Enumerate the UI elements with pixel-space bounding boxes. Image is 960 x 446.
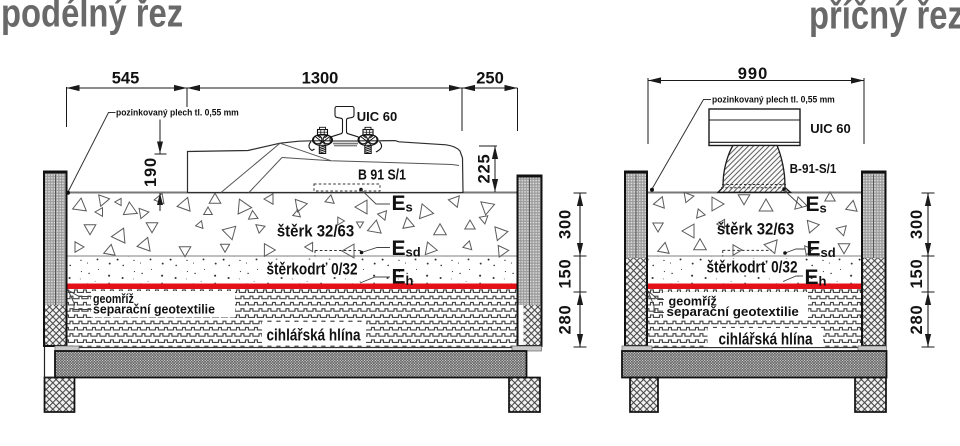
svg-text:250: 250 bbox=[476, 70, 504, 88]
svg-text:pozinkovaný plech tl. 0,55 mm: pozinkovaný plech tl. 0,55 mm bbox=[116, 107, 239, 118]
svg-text:150: 150 bbox=[908, 259, 926, 289]
svg-text:150: 150 bbox=[557, 259, 575, 289]
svg-text:cihlářská hlína: cihlářská hlína bbox=[719, 330, 813, 349]
svg-text:štěrkodrť 0/32: štěrkodrť 0/32 bbox=[266, 260, 357, 279]
svg-text:B 91 S/1: B 91 S/1 bbox=[358, 167, 406, 183]
svg-text:příčný řez: příčný řez bbox=[809, 0, 960, 37]
svg-text:geomříž: geomříž bbox=[93, 291, 134, 306]
svg-text:štěrk 32/63: štěrk 32/63 bbox=[277, 223, 354, 241]
svg-text:Esd: Esd bbox=[392, 237, 421, 260]
svg-text:300: 300 bbox=[557, 209, 575, 239]
svg-text:separační geotextilie: separační geotextilie bbox=[93, 302, 215, 316]
svg-text:Es: Es bbox=[806, 193, 827, 216]
svg-text:280: 280 bbox=[908, 305, 926, 335]
svg-text:B-91-S/1: B-91-S/1 bbox=[790, 161, 837, 176]
svg-text:podélný řez: podélný řez bbox=[1, 0, 183, 35]
svg-text:Esd: Esd bbox=[807, 238, 836, 261]
svg-text:225: 225 bbox=[476, 154, 494, 184]
svg-text:545: 545 bbox=[112, 70, 140, 88]
svg-text:UIC 60: UIC 60 bbox=[357, 109, 397, 124]
svg-text:UIC 60: UIC 60 bbox=[810, 121, 850, 136]
svg-text:štěrkodrť 0/32: štěrkodrť 0/32 bbox=[706, 258, 797, 277]
svg-text:Es: Es bbox=[392, 192, 413, 215]
svg-text:separační geotextilie: separační geotextilie bbox=[667, 304, 799, 319]
svg-text:300: 300 bbox=[908, 209, 926, 239]
svg-text:190: 190 bbox=[142, 157, 160, 187]
svg-text:štěrk 32/63: štěrk 32/63 bbox=[717, 221, 794, 239]
svg-text:990: 990 bbox=[738, 65, 769, 83]
svg-text:1300: 1300 bbox=[302, 70, 339, 88]
svg-text:280: 280 bbox=[557, 305, 575, 335]
svg-text:cihlářská hlína: cihlářská hlína bbox=[267, 326, 361, 345]
svg-text:pozinkovaný plech tl. 0,55 mm: pozinkovaný plech tl. 0,55 mm bbox=[712, 94, 835, 105]
svg-text:geomříž: geomříž bbox=[669, 293, 717, 308]
